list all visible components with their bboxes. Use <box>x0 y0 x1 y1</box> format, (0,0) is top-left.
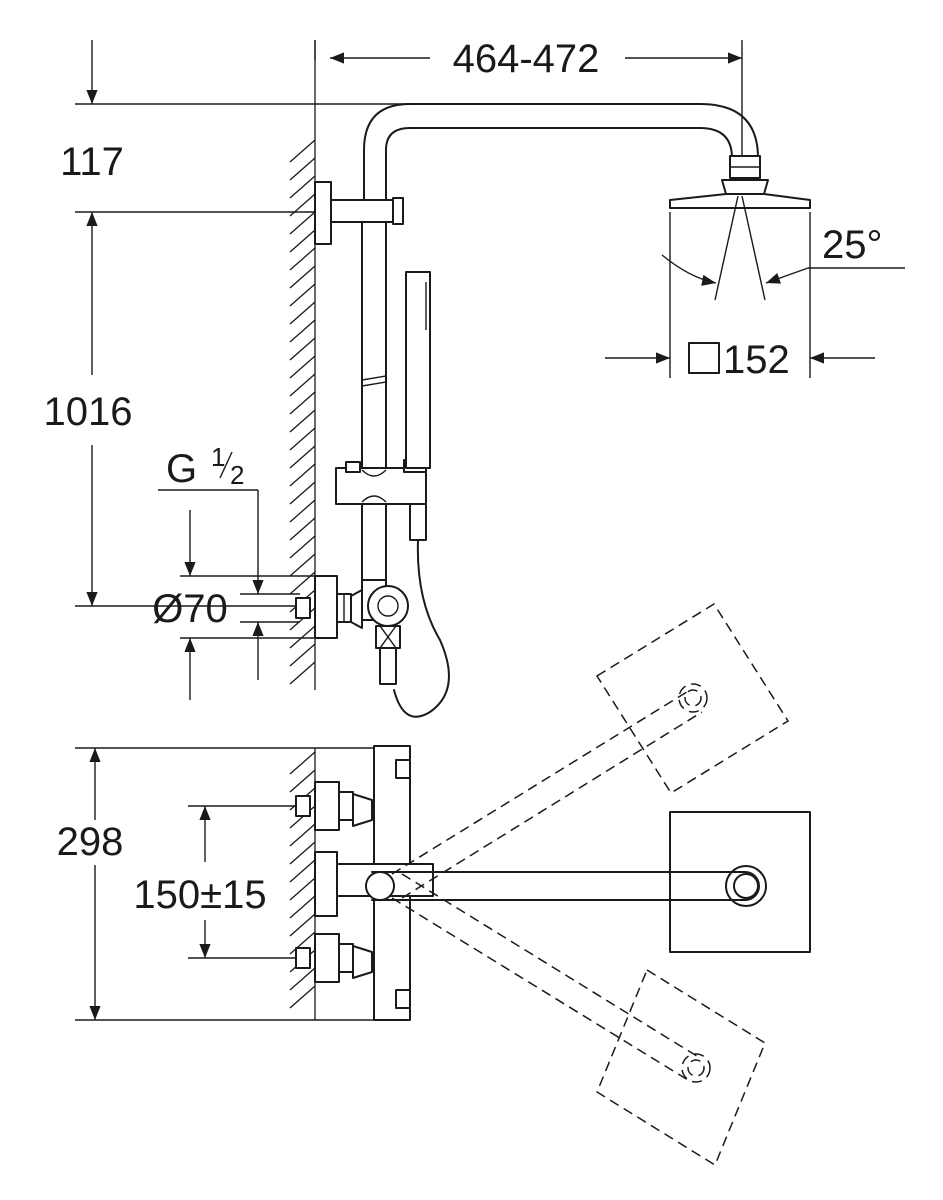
hatch-line <box>289 283 316 307</box>
hatch-line <box>289 859 316 883</box>
hatch-line <box>289 319 316 343</box>
square-symbol-icon <box>688 342 720 374</box>
hatch-line <box>289 229 316 253</box>
dimension-arm-height: 117 <box>60 40 430 213</box>
head-top-view <box>669 811 811 953</box>
wall-bracket <box>314 181 404 245</box>
hatch-line <box>289 517 316 541</box>
hatch-line <box>289 967 316 991</box>
hatch-line <box>289 895 316 919</box>
swivel-position-upper <box>391 602 790 899</box>
hatch-line <box>289 913 316 937</box>
hatch-line <box>289 625 316 649</box>
shower-arm <box>363 103 759 201</box>
slide-holder <box>335 459 427 505</box>
hand-shower <box>405 271 431 541</box>
hatch-line <box>289 499 316 523</box>
thread-denominator: 2 <box>230 460 244 490</box>
dimension-escutcheon: Ø70 <box>152 510 315 700</box>
hatch-line <box>289 751 316 775</box>
hatch-line <box>289 391 316 415</box>
hatch-line <box>289 481 316 505</box>
hatch-line <box>289 247 316 271</box>
hatch-line <box>289 535 316 559</box>
escutcheon-label: Ø70 <box>152 587 228 631</box>
mixer-top-view <box>295 745 434 1021</box>
dimension-mixer-width: 298 <box>57 747 380 1021</box>
hatch-line <box>289 139 316 163</box>
head-size-label: 152 <box>723 338 790 382</box>
hatch-line <box>289 301 316 325</box>
hatch-line <box>289 355 316 379</box>
thread-size-label: G <box>166 447 197 491</box>
arm-reach-label: 464-472 <box>453 37 600 81</box>
hatch-line <box>289 877 316 901</box>
head-size-dimension: 152 <box>605 212 875 382</box>
hatch-line <box>289 265 316 289</box>
hatch-line <box>289 373 316 397</box>
spray-angle-label: 25° <box>822 223 883 267</box>
shower-head-connector <box>721 155 769 195</box>
hatch-line <box>289 157 316 181</box>
hatch-line <box>289 661 316 685</box>
shower-hose <box>393 539 450 718</box>
hatch-line <box>289 931 316 955</box>
hatch-line <box>289 553 316 577</box>
wall-hatch-lines-upper <box>289 139 316 685</box>
swivel-position-lower <box>391 873 766 1167</box>
dimension-arm-reach: 464-472 <box>314 37 743 160</box>
spray-angle-dimension: 25° <box>661 195 905 301</box>
hatch-line <box>289 211 316 235</box>
hatch-line <box>289 643 316 667</box>
hatch-line <box>289 445 316 469</box>
mixer-side-view <box>295 575 409 685</box>
hatch-line <box>289 337 316 361</box>
hatch-line <box>289 409 316 433</box>
riser-rail <box>361 221 387 581</box>
shower-head <box>669 193 811 209</box>
arm-height-label: 117 <box>60 140 124 184</box>
wall-hatch-lines-lower <box>289 751 316 1009</box>
hatch-line <box>289 769 316 793</box>
dimension-thread: G 1 2 <box>158 442 264 680</box>
hatch-line <box>289 427 316 451</box>
inlet-spacing-label: 150±15 <box>133 873 266 917</box>
hatch-line <box>289 841 316 865</box>
dimension-inlet-spacing: 150±15 <box>133 805 300 959</box>
hatch-line <box>289 985 316 1009</box>
dimension-rail-height: 1016 <box>44 212 310 607</box>
hatch-line <box>289 823 316 847</box>
hatch-line <box>289 463 316 487</box>
hatch-line <box>289 175 316 199</box>
mixer-width-label: 298 <box>57 820 124 864</box>
rail-height-label: 1016 <box>44 390 133 434</box>
thread-numerator: 1 <box>211 442 225 472</box>
